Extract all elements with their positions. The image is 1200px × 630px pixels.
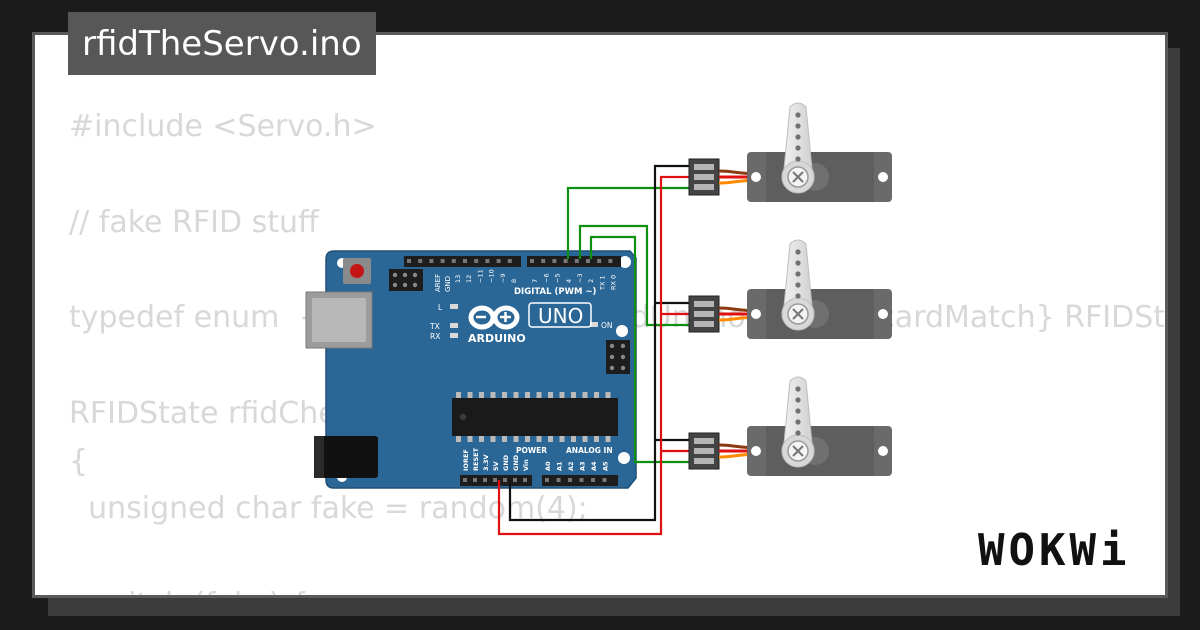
digital-pin-label: ~11 — [476, 269, 484, 283]
power-label: POWER — [516, 446, 547, 455]
icsp-header-right — [606, 340, 630, 374]
mount-hole — [618, 452, 630, 464]
analog-pin-label: A2 — [567, 461, 575, 471]
power-pin-label: IOREF — [462, 449, 470, 471]
power-jack — [314, 436, 378, 478]
digital-pin-label: ~10 — [488, 269, 496, 283]
power-pin-label: GND — [502, 454, 510, 471]
power-header — [460, 475, 618, 486]
digital-pin-label: 12 — [465, 275, 473, 283]
led-tx — [450, 323, 458, 328]
power-pin-label: GND — [512, 454, 520, 471]
connector-pin — [694, 174, 714, 180]
connector-pin — [694, 311, 714, 317]
gnd-label: GND — [444, 276, 452, 292]
digital-pin-label: 13 — [454, 275, 462, 283]
servo-motor[interactable] — [688, 376, 892, 476]
digital-pin-label: 8 — [510, 279, 518, 283]
mount-hole — [619, 256, 631, 268]
led-tx-label: TX — [429, 322, 440, 331]
servo-motor[interactable] — [688, 239, 892, 339]
connector-pin — [694, 164, 714, 170]
led-on-label: ON — [601, 321, 613, 330]
servo-mount-hole — [751, 172, 761, 182]
power-pin-label: 3.3V — [482, 454, 490, 471]
wires — [497, 164, 691, 536]
digital-pin-label: ~6 — [542, 273, 550, 283]
digital-pin-label: ~9 — [499, 273, 507, 283]
power-pin-label: RESET — [472, 447, 480, 471]
led-rx — [450, 333, 458, 338]
icsp-header — [389, 269, 423, 291]
power-pin-label: Vin — [522, 459, 530, 471]
analog-pin-label: A5 — [602, 461, 610, 471]
connector-pin — [694, 184, 714, 190]
power-pin-label: 5V — [492, 461, 500, 471]
analog-pin-label: A1 — [556, 461, 564, 471]
servo-mount-hole — [751, 309, 761, 319]
uno-logo-text: UNO — [538, 304, 583, 328]
servo-horn[interactable] — [781, 239, 815, 331]
mount-hole — [616, 325, 628, 337]
digital-pin-label: 4 — [565, 279, 573, 283]
analog-pin-label: A3 — [579, 461, 587, 471]
servo-horn[interactable] — [781, 376, 815, 468]
servo-motor[interactable] — [688, 102, 892, 202]
analog-pin-label: A0 — [544, 461, 552, 471]
aref-label: AREF — [434, 274, 442, 292]
reset-button-cap[interactable] — [350, 264, 364, 278]
atmega-chip — [452, 392, 618, 442]
led-rx-label: RX — [430, 332, 440, 341]
led-on — [590, 322, 598, 327]
led-l-label: L — [438, 303, 443, 312]
servo-mount-hole — [751, 446, 761, 456]
connector-pin — [694, 321, 714, 327]
connector-pin — [694, 458, 714, 464]
led-l — [450, 304, 458, 309]
gnd-wire-bus — [508, 164, 691, 522]
servo-mount-hole — [878, 172, 888, 182]
servo-horn[interactable] — [781, 102, 815, 194]
digital-pin-label: ~5 — [554, 273, 562, 283]
servo-mount-hole — [878, 309, 888, 319]
signal-wire-3 — [589, 235, 691, 464]
digital-label: DIGITAL (PWM ~) — [514, 287, 596, 297]
project-title: rfidTheServo.ino — [68, 12, 376, 75]
analog-pin-label: A4 — [590, 461, 598, 471]
vcc-wire-bus — [497, 175, 691, 536]
digital-pin-label: TX 1 — [598, 275, 606, 291]
arduino-logo-text: ARDUINO — [468, 332, 526, 345]
connector-pin — [694, 448, 714, 454]
analog-label: ANALOG IN — [566, 446, 613, 455]
digital-header — [404, 256, 621, 267]
connector-pin — [694, 301, 714, 307]
digital-pin-label: 2 — [587, 279, 595, 283]
wokwi-logo: WOKWi — [978, 525, 1131, 576]
digital-pin-label: RX 0 — [610, 275, 618, 290]
connector-pin — [694, 438, 714, 444]
arduino-logo — [468, 302, 592, 330]
digital-pin-label: ~3 — [576, 273, 584, 283]
servo-mount-hole — [878, 446, 888, 456]
signal-wire-1 — [566, 186, 691, 259]
digital-pin-label: 7 — [531, 279, 539, 283]
